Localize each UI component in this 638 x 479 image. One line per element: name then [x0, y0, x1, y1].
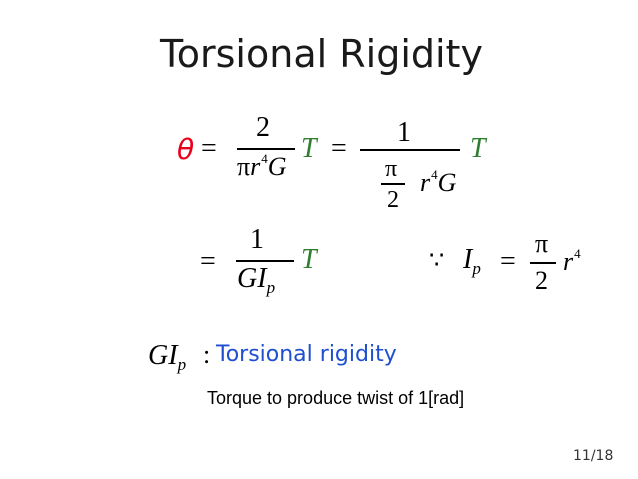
- definition-label: Torsional rigidity: [216, 342, 397, 367]
- fraction-numerator: π: [535, 229, 549, 258]
- radius-symbol: r: [420, 168, 431, 197]
- fraction-denominator: r4G: [420, 167, 457, 198]
- fraction-bar: [360, 149, 460, 151]
- fraction-denominator: πr4G: [237, 151, 287, 182]
- shear-modulus-symbol: G: [237, 263, 258, 294]
- equals-sign: =: [500, 246, 516, 277]
- polar-subscript: p: [266, 278, 276, 297]
- polar-subscript: p: [177, 355, 187, 374]
- torque-symbol: T: [301, 244, 317, 275]
- exponent: 4: [574, 246, 581, 261]
- radius-symbol: r: [563, 247, 574, 276]
- fraction-numerator: 2: [256, 112, 270, 143]
- because-symbol: ∵: [429, 248, 445, 274]
- exponent: 4: [261, 151, 268, 166]
- theta-symbol: θ: [177, 133, 195, 166]
- polar-moment-symbol: I: [168, 340, 178, 371]
- definition-note: Torque to produce twist of 1[rad]: [207, 388, 465, 408]
- torque-symbol: T: [301, 133, 317, 164]
- rigidity-symbol: GIp: [148, 340, 187, 374]
- shear-modulus-symbol: G: [267, 152, 287, 181]
- inner-fraction-bar: [381, 183, 405, 185]
- fraction-bar: [236, 260, 294, 262]
- exponent: 4: [431, 167, 438, 182]
- pi-symbol: π: [237, 152, 251, 181]
- shear-modulus-symbol: G: [148, 340, 169, 371]
- fraction-numerator: 1: [250, 224, 264, 255]
- slide-title: Torsional Rigidity: [160, 32, 483, 76]
- fraction-denominator: GIp: [237, 263, 276, 297]
- equals-sign: =: [331, 133, 347, 164]
- polar-moment-symbol: I: [257, 263, 267, 294]
- colon: :: [203, 340, 211, 369]
- page-number: 11/18: [573, 448, 614, 464]
- fraction-denominator: 2: [535, 266, 548, 295]
- radius-term: r4: [563, 246, 581, 277]
- polar-moment-symbol: I: [463, 244, 473, 275]
- fraction-numerator: 1: [397, 117, 411, 148]
- fraction-bar: [237, 148, 295, 150]
- inner-fraction-numerator: π: [385, 156, 398, 182]
- shear-modulus-symbol: G: [437, 168, 457, 197]
- polar-moment: Ip: [463, 244, 481, 278]
- radius-symbol: r: [250, 152, 261, 181]
- polar-subscript: p: [472, 259, 481, 278]
- fraction-bar: [530, 262, 556, 264]
- equals-sign: =: [201, 133, 217, 164]
- torque-symbol: T: [470, 133, 486, 164]
- equals-sign: =: [200, 246, 216, 277]
- inner-fraction-denominator: 2: [387, 187, 399, 213]
